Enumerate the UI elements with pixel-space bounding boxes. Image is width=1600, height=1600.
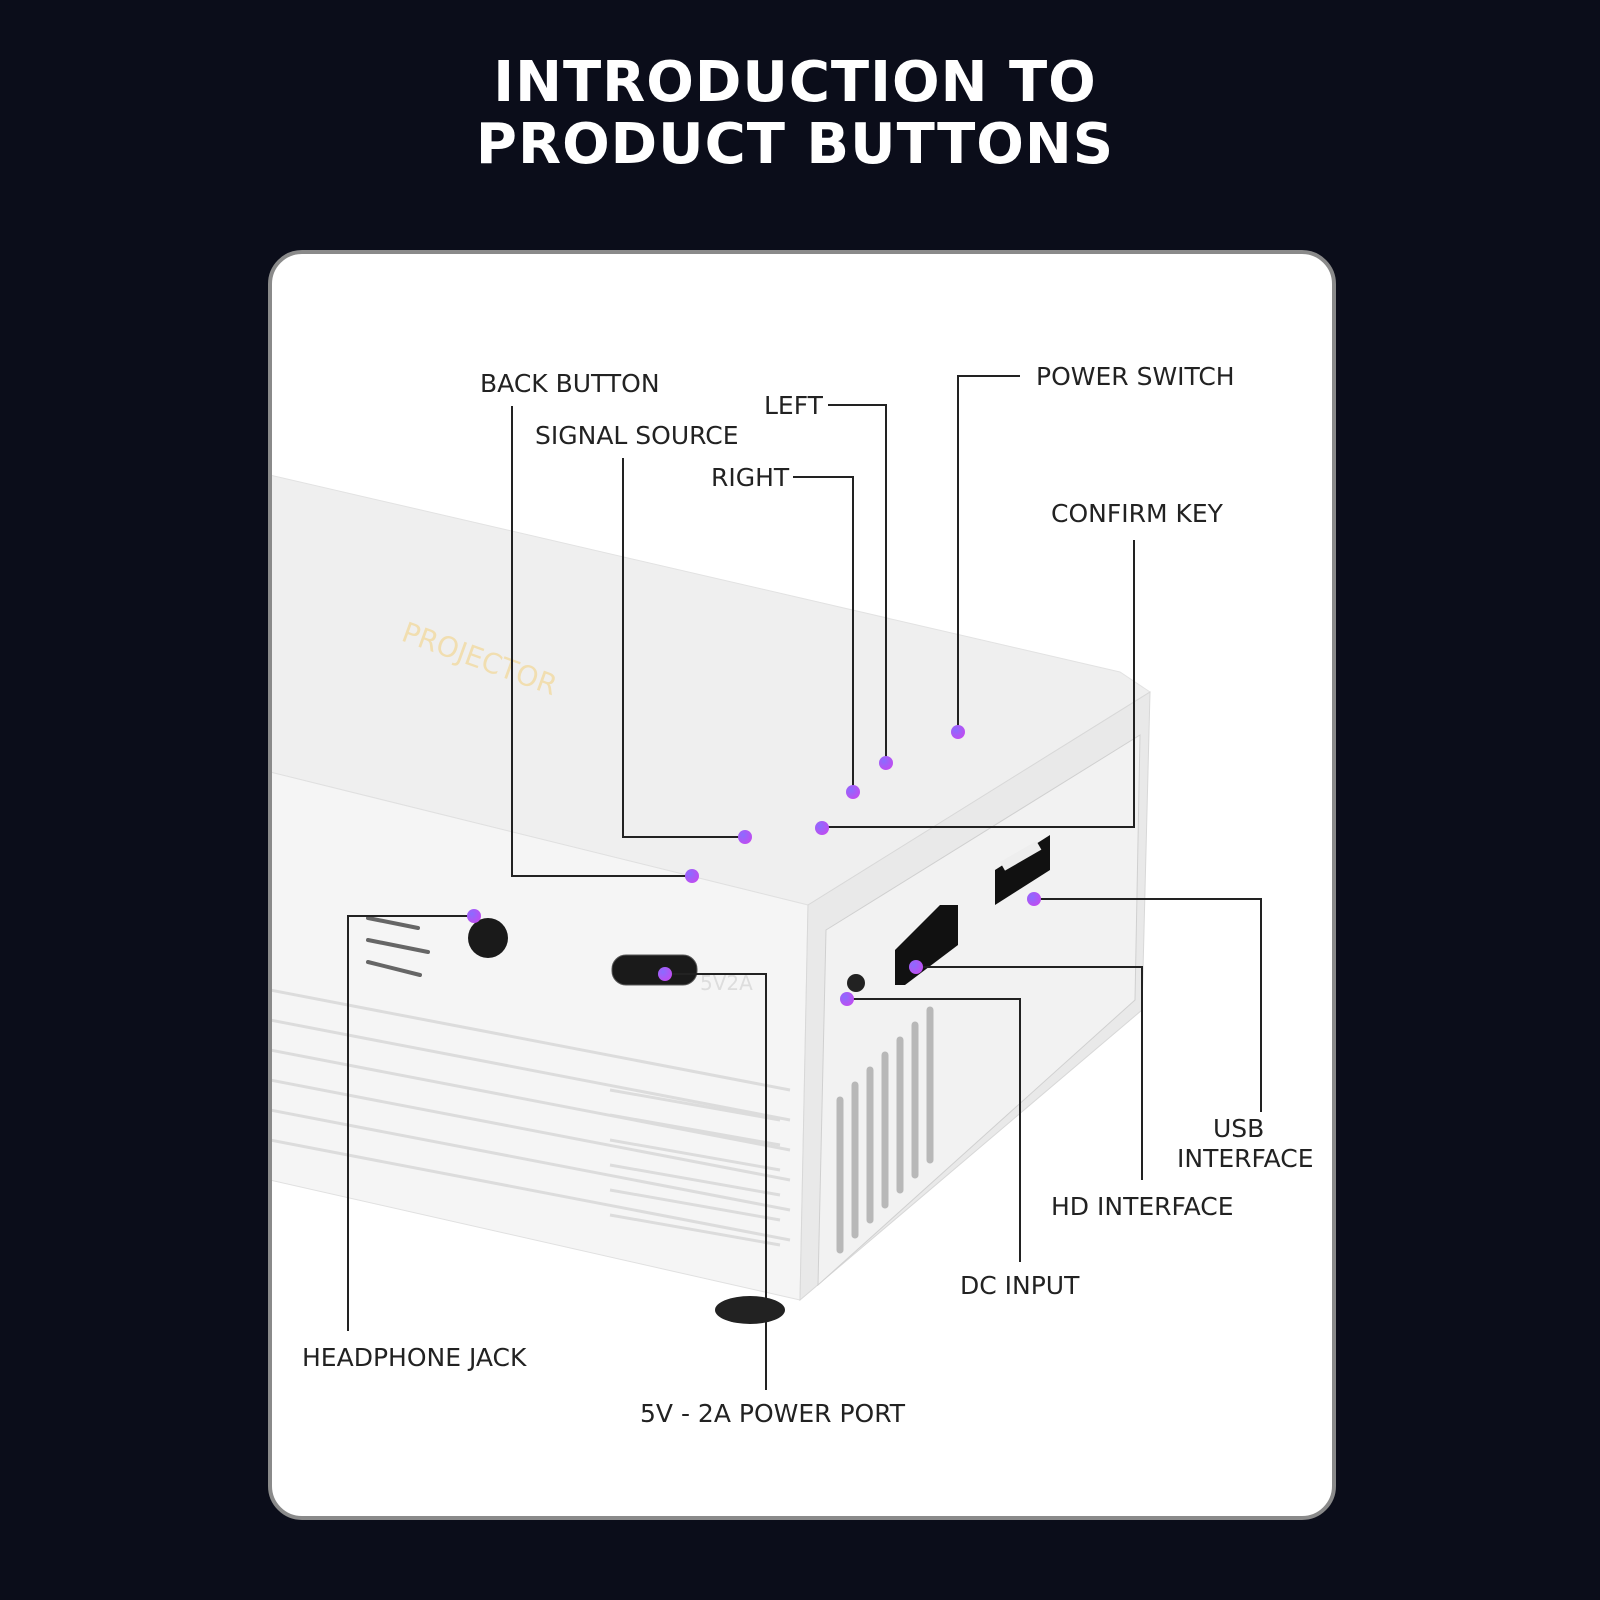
label-headphone-jack: HEADPHONE JACK	[302, 1343, 527, 1372]
foot	[715, 1296, 785, 1324]
callout-dots	[467, 725, 1041, 1006]
signal-source-dot	[738, 830, 752, 844]
label-power-port: 5V - 2A POWER PORT	[640, 1399, 906, 1428]
label-confirm-key: CONFIRM KEY	[1051, 499, 1224, 528]
left-button-dot	[879, 756, 893, 770]
label-signal-source: SIGNAL SOURCE	[535, 421, 739, 450]
label-usb-interface-line2: INTERFACE	[1177, 1144, 1314, 1173]
power-switch-dot	[951, 725, 965, 739]
hd-interface-dot	[909, 960, 923, 974]
confirm-key-dot	[815, 821, 829, 835]
right-button-dot	[846, 785, 860, 799]
label-right: RIGHT	[711, 463, 790, 492]
usb-interface-dot	[1027, 892, 1041, 906]
title-line-1: INTRODUCTION TO	[493, 50, 1097, 115]
side-grooves	[272, 988, 791, 1247]
power-port-dot	[658, 967, 672, 981]
usb-c-port	[611, 954, 698, 986]
dc-input-port	[847, 974, 865, 992]
title-line-2: PRODUCT BUTTONS	[475, 112, 1115, 177]
label-usb-interface-line1: USB	[1213, 1114, 1264, 1143]
label-power-switch: POWER SWITCH	[1036, 362, 1235, 391]
page-title: INTRODUCTION TO PRODUCT BUTTONS	[0, 52, 1590, 176]
label-back-button: BACK BUTTON	[480, 369, 660, 398]
callout-labels: BACK BUTTON SIGNAL SOURCE LEFT RIGHT POW…	[302, 362, 1314, 1428]
label-left: LEFT	[764, 391, 824, 420]
dc-input-dot	[840, 992, 854, 1006]
speaker-grille	[366, 916, 430, 977]
end-vents	[836, 1006, 934, 1254]
headphone-jack-dot	[467, 909, 481, 923]
headphone-jack-port	[468, 918, 508, 958]
back-button-dot	[685, 869, 699, 883]
projector-illustration: PROJECTOR 5V2A	[272, 474, 1151, 1324]
label-hd-interface: HD INTERFACE	[1051, 1192, 1234, 1221]
label-dc-input: DC INPUT	[960, 1271, 1080, 1300]
callout-lines	[347, 375, 1262, 1390]
